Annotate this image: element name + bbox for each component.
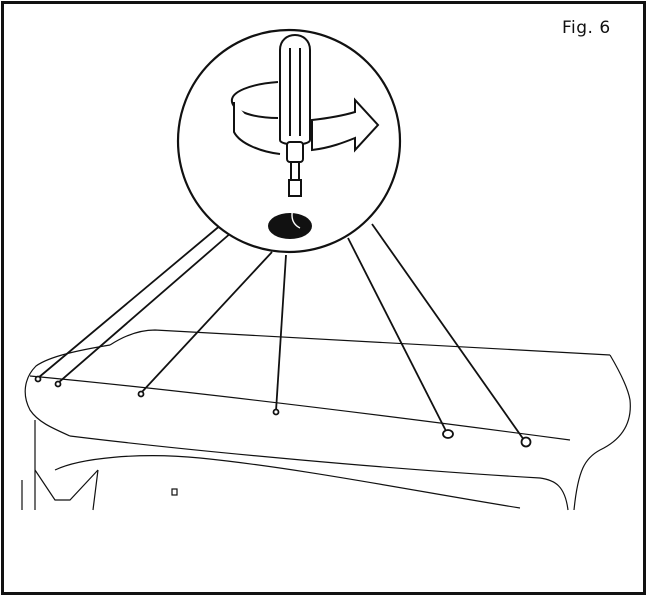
screw-hole-1 <box>34 375 42 383</box>
figure-label: Fig. 6 <box>562 18 611 38</box>
screw-hole-3 <box>137 390 145 398</box>
screw-holes <box>34 375 532 448</box>
hole-ellipse <box>268 213 312 239</box>
screw-hole-2 <box>54 380 62 388</box>
lower-panel-line <box>54 455 521 509</box>
screwdriver-ferrule <box>286 141 304 163</box>
arrow-back-band <box>230 81 279 119</box>
machine-body <box>21 329 631 511</box>
arrow-head <box>311 97 380 153</box>
leader-line-3 <box>140 251 273 394</box>
top-rim-line <box>29 375 571 441</box>
small-square-detail <box>171 488 178 496</box>
front-edge <box>69 435 569 511</box>
left-bracket <box>34 469 99 501</box>
leader-line-5 <box>347 237 447 432</box>
leader-line-6 <box>371 223 525 441</box>
rotate-arrow-icon <box>230 81 380 155</box>
screwdriver-icon <box>279 34 311 197</box>
leader-line-2 <box>57 231 233 384</box>
right-side-edge <box>573 354 631 511</box>
screw-hole-6 <box>520 436 532 448</box>
screw-hole-5 <box>442 429 454 439</box>
left-bracket-leg <box>92 469 99 511</box>
arrow-band-side <box>233 102 281 155</box>
screw-hole-4 <box>272 408 280 416</box>
screwdriver-collar <box>288 179 302 197</box>
screwdriver-shaft <box>290 161 300 181</box>
leader-line-4 <box>275 254 287 412</box>
leader-line-1 <box>37 223 223 379</box>
detail-circle <box>176 28 402 254</box>
screwdriver-handle <box>279 34 311 146</box>
left-corner-edge <box>24 344 111 437</box>
screw-tip <box>291 195 301 229</box>
top-rear-edge <box>109 329 611 356</box>
leader-lines <box>37 223 525 441</box>
